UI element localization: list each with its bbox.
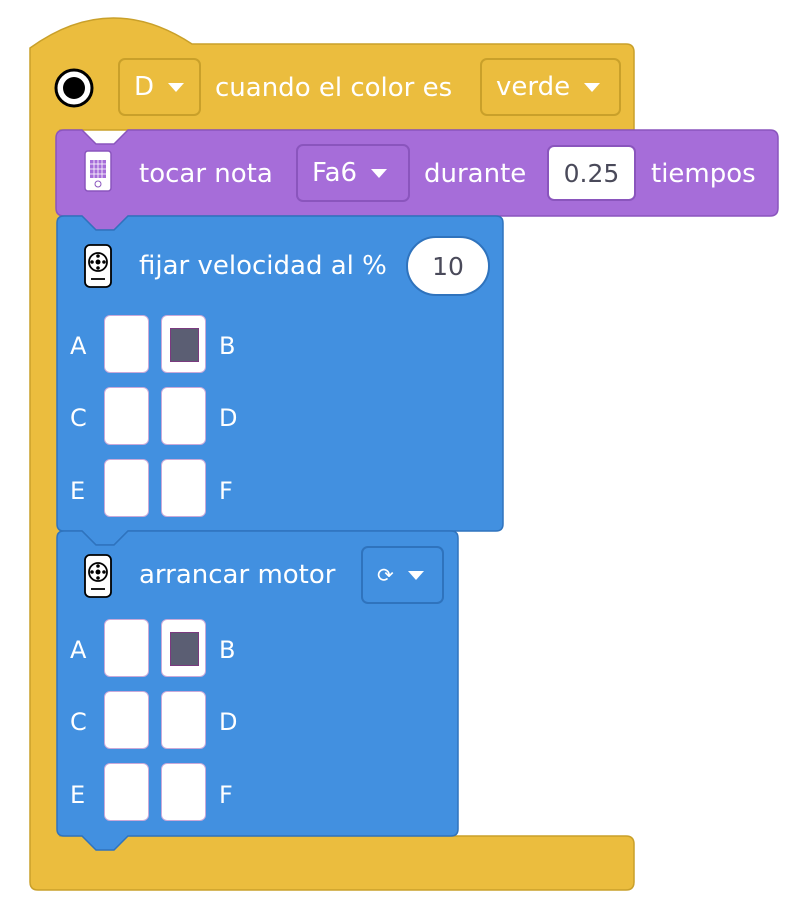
chevron-down-icon — [584, 82, 601, 92]
motor-icon — [84, 244, 112, 288]
port-selected-indicator — [170, 632, 199, 666]
chevron-down-icon — [407, 570, 424, 580]
port-slot-d[interactable] — [161, 387, 206, 445]
port-slot-d[interactable] — [161, 691, 206, 749]
motor-icon — [84, 554, 112, 598]
speed-input[interactable]: 10 — [406, 236, 490, 296]
port-label-b: B — [219, 636, 236, 664]
note-block-end-label: tiempos — [651, 159, 756, 189]
port-label-b: B — [219, 332, 236, 360]
port-label-f: F — [219, 781, 233, 809]
color-sensor-icon — [54, 68, 94, 108]
port-slot-f[interactable] — [161, 459, 206, 517]
hat-block-shape — [29, 17, 635, 891]
rotate-clockwise-icon: ⟳ — [377, 563, 394, 587]
port-dropdown[interactable]: D — [118, 58, 201, 116]
direction-dropdown[interactable]: ⟳ — [361, 546, 444, 604]
port-selected-indicator — [170, 328, 199, 362]
port-slot-f[interactable] — [161, 763, 206, 821]
color-dropdown[interactable]: verde — [480, 58, 621, 116]
motor-block-shape — [56, 530, 459, 851]
port-label-e: E — [70, 477, 86, 505]
motor-block-label: arrancar motor — [139, 560, 336, 590]
sound-matrix-icon — [84, 150, 112, 192]
port-label-c: C — [70, 404, 87, 432]
port-label-a: A — [70, 636, 87, 664]
note-dropdown[interactable]: Fa6 — [296, 144, 410, 202]
port-label-a: A — [70, 332, 87, 360]
port-slot-b[interactable] — [161, 619, 206, 677]
port-label-e: E — [70, 781, 86, 809]
port-slot-a[interactable] — [104, 619, 149, 677]
hat-block-label: cuando el color es — [215, 73, 453, 103]
speed-value: 10 — [432, 251, 464, 281]
port-slot-c[interactable] — [104, 691, 149, 749]
port-slot-a[interactable] — [104, 315, 149, 373]
note-value: Fa6 — [312, 158, 358, 188]
note-block-middle-label: durante — [424, 159, 527, 189]
port-slot-c[interactable] — [104, 387, 149, 445]
port-slot-b[interactable] — [161, 315, 206, 373]
port-slot-e[interactable] — [104, 459, 149, 517]
speed-block-label: fijar velocidad al % — [139, 251, 387, 281]
port-slot-e[interactable] — [104, 763, 149, 821]
port-label-d: D — [219, 708, 238, 736]
port-label-d: D — [219, 404, 238, 432]
color-value: verde — [496, 72, 571, 102]
chevron-down-icon — [168, 82, 185, 92]
port-value: D — [134, 72, 155, 102]
port-label-c: C — [70, 708, 87, 736]
note-block-label: tocar nota — [139, 159, 273, 189]
port-label-f: F — [219, 477, 233, 505]
chevron-down-icon — [371, 168, 388, 178]
duration-value: 0.25 — [563, 158, 620, 188]
duration-input[interactable]: 0.25 — [547, 145, 636, 201]
